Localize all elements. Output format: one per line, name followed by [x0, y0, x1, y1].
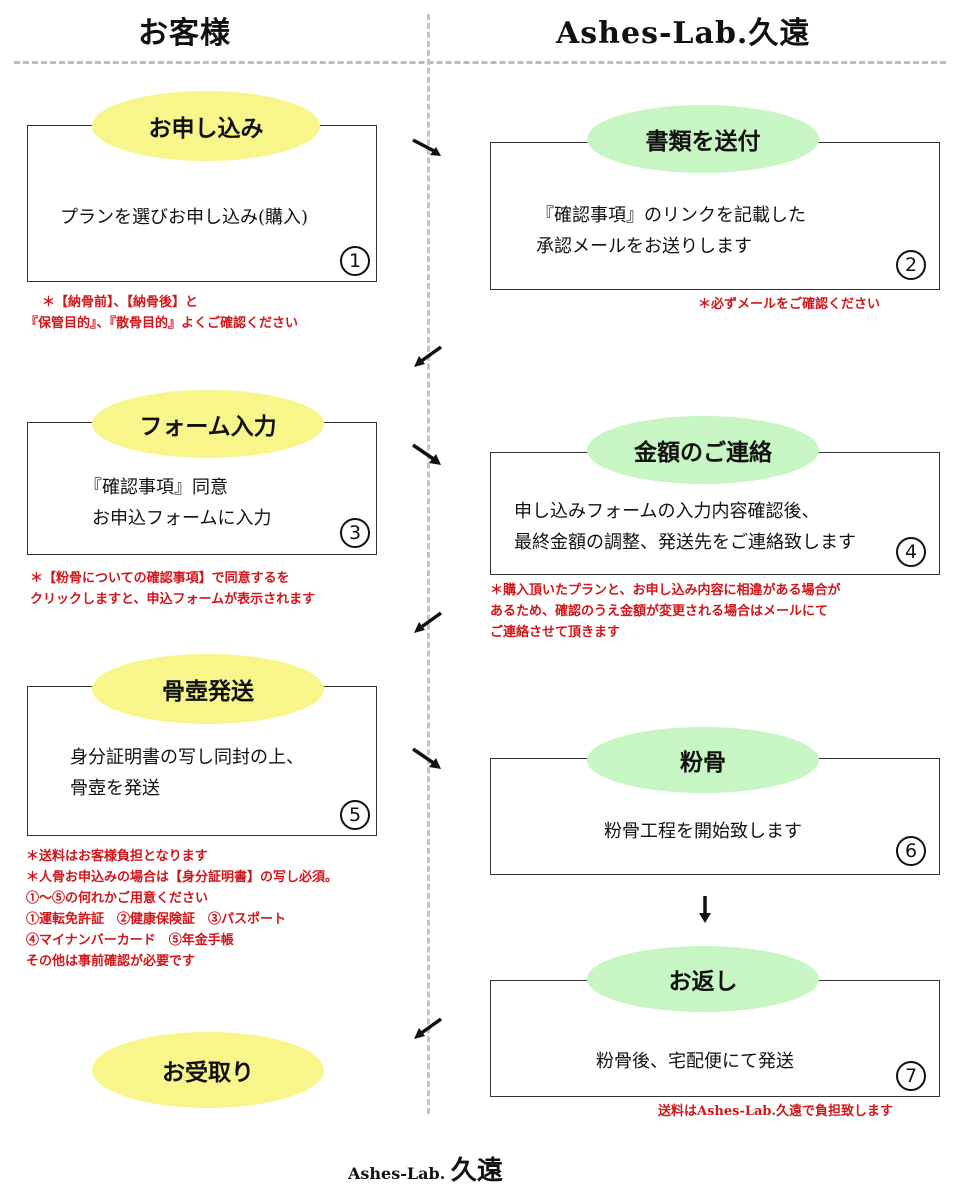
step-2-text: 『確認事項』のリンクを記載した 承認メールをお送りします — [536, 200, 806, 262]
step-3-number-icon: 3 — [340, 518, 370, 548]
step-8-title: お受取り — [92, 1032, 324, 1108]
diagonal-arrow-icon — [412, 138, 441, 156]
step-4-note: ＊購入頂いたプランと、お申し込み内容に相違がある場合が あるため、確認のうえ金額… — [490, 580, 840, 643]
footer-brand: Ashes-Lab. 久遠 — [348, 1150, 503, 1187]
note-1-line-2: 『保管目的』、『散骨目的』よくご確認ください — [25, 316, 299, 331]
step-4-line-1: 申し込みフォームの入力内容確認後、 — [514, 501, 820, 522]
step-6-line-1: 粉骨工程を開始致します — [604, 821, 802, 842]
step-1-text: プランを選びお申し込み(購入) — [60, 202, 308, 233]
note-5-line-1: ＊送料はお客様負担となります — [26, 849, 208, 864]
step-2-title: 書類を送付 — [587, 105, 819, 173]
step-5-line-1: 身分証明書の写し同封の上、 — [70, 747, 304, 768]
note-3-line-2: クリックしますと、申込フォームが表示されます — [30, 592, 316, 607]
step-3-line-1: 『確認事項』同意 — [84, 477, 228, 498]
step-2-line-2: 承認メールをお送りします — [536, 236, 752, 257]
step-7-title: お返し — [587, 946, 819, 1012]
step-2-number-icon: 2 — [896, 250, 926, 280]
note-4-line-1: ＊購入頂いたプランと、お申し込み内容に相違がある場合が — [490, 583, 841, 598]
step-1-title: お申し込み — [92, 91, 320, 161]
step-4-title: 金額のご連絡 — [587, 416, 819, 484]
footer-brand-kanji: 久遠 — [450, 1156, 503, 1186]
step-4-number-icon: 4 — [896, 537, 926, 567]
note-5-line-4: ①運転免許証 ②健康保険証 ③パスポート — [26, 912, 287, 927]
note-4-line-3: ご連絡させて頂きます — [490, 625, 621, 640]
step-2-note: ＊必ずメールをご確認ください — [698, 294, 880, 315]
step-6-title: 粉骨 — [587, 727, 819, 793]
step-5-note: ＊送料はお客様負担となります ＊人骨お申込みの場合は【身分証明書】の写し必須。 … — [26, 846, 338, 972]
header-divider — [14, 61, 946, 64]
note-4-line-2: あるため、確認のうえ金額が変更される場合はメールにて — [490, 604, 829, 619]
step-7-note: 送料はAshes-Lab.久遠で負担致します — [658, 1101, 893, 1122]
footer-brand-latin: Ashes-Lab. — [348, 1164, 446, 1183]
note-5-line-3: ①～⑤の何れかご用意ください — [26, 891, 209, 906]
step-2-line-1: 『確認事項』のリンクを記載した — [536, 205, 806, 226]
diagonal-arrow-icon — [412, 747, 441, 769]
provider-column-title: Ashes-Lab.久遠 — [556, 16, 811, 51]
step-5-text: 身分証明書の写し同封の上、 骨壺を発送 — [70, 742, 304, 804]
step-1-line-1: プランを選びお申し込み(購入) — [60, 207, 309, 228]
note-5-line-2: ＊人骨お申込みの場合は【身分証明書】の写し必須。 — [26, 870, 339, 885]
diagonal-arrow-icon — [414, 1017, 443, 1039]
note-3-line-1: ＊【粉骨についての確認事項】で同意するを — [30, 571, 290, 586]
step-7-number-icon: 7 — [896, 1061, 926, 1091]
note-1-line-1: ＊【納骨前】、【納骨後】と — [42, 295, 199, 310]
step-5-title: 骨壺発送 — [92, 654, 324, 724]
customer-column-title: お客様 — [138, 16, 231, 51]
note-5-line-6: その他は事前確認が必要です — [26, 954, 196, 969]
diagonal-arrow-icon — [412, 443, 441, 465]
column-divider — [427, 14, 430, 1114]
down-arrow-icon — [699, 896, 711, 923]
step-3-line-2: お申込フォームに入力 — [92, 508, 272, 529]
step-5-number-icon: 5 — [340, 800, 370, 830]
note-5-line-5: ④マイナンバーカード ⑤年金手帳 — [26, 933, 234, 948]
step-3-note: ＊【粉骨についての確認事項】で同意するを クリックしますと、申込フォームが表示さ… — [30, 568, 315, 610]
step-1-number-icon: 1 — [340, 246, 370, 276]
note-2-line-1: ＊必ずメールをご確認ください — [698, 297, 881, 312]
step-1-note: ＊【納骨前】、【納骨後】と 『保管目的』、『散骨目的』よくご確認ください — [25, 292, 298, 334]
step-6-text: 粉骨工程を開始致します — [604, 816, 802, 847]
note-7-line-1: 送料はAshes-Lab.久遠で負担致します — [658, 1104, 894, 1119]
diagonal-arrow-icon — [414, 611, 443, 633]
step-7-line-1: 粉骨後、宅配便にて発送 — [596, 1051, 794, 1072]
step-5-line-2: 骨壺を発送 — [70, 778, 160, 799]
step-7-text: 粉骨後、宅配便にて発送 — [596, 1046, 794, 1077]
step-3-text: 『確認事項』同意 お申込フォームに入力 — [84, 472, 271, 534]
step-4-line-2: 最終金額の調整、発送先をご連絡致します — [514, 532, 856, 553]
step-3-title: フォーム入力 — [92, 390, 324, 458]
step-4-text: 申し込みフォームの入力内容確認後、 最終金額の調整、発送先をご連絡致します — [514, 496, 856, 558]
diagonal-arrow-icon — [414, 345, 443, 367]
step-6-number-icon: 6 — [896, 836, 926, 866]
